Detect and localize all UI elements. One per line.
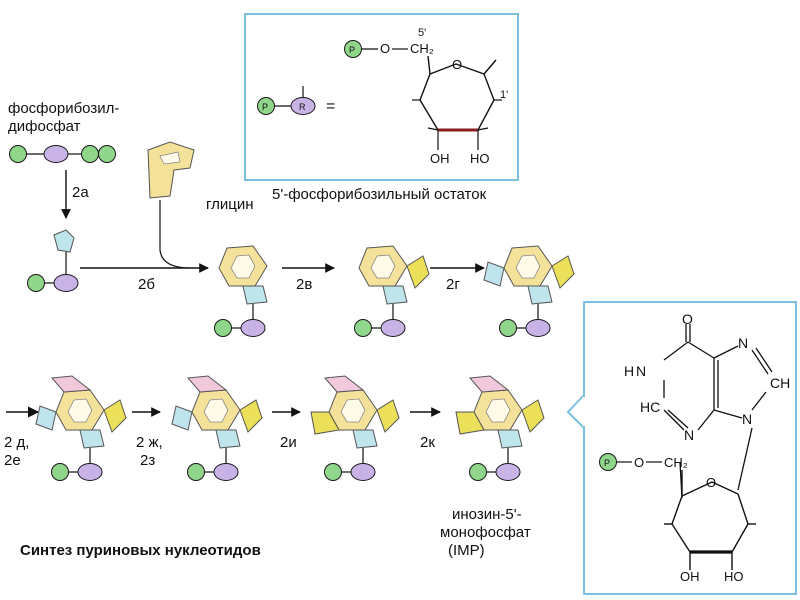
imp-atom-n7: N <box>738 335 749 351</box>
imp-atom-h: H <box>624 363 635 379</box>
atom-oh: OH <box>430 151 450 166</box>
glycine-molecule <box>147 141 195 199</box>
imp-ribose-ring <box>664 470 756 570</box>
imp-atom-o: O <box>682 311 693 327</box>
step-2a-label: 2а <box>72 184 89 201</box>
glycine-label: глицин <box>206 196 254 213</box>
imp-scheme <box>455 375 545 481</box>
imp-atom-n3: N <box>684 427 695 443</box>
amine-group <box>53 229 75 253</box>
atom-o-link: O <box>380 41 391 56</box>
prpp-label-2: дифосфат <box>8 118 81 135</box>
imp-label-2: монофосфат <box>440 524 531 541</box>
imp-label-1: инозин-5'- <box>452 506 522 523</box>
atom-ch2: CH₂ <box>410 41 434 56</box>
intermediate-4 <box>35 375 127 481</box>
imp-atom-o-ring: O <box>706 475 717 490</box>
imp-atom-ch: CH <box>770 375 791 391</box>
prpp-label: фосфорибозил- <box>8 100 120 117</box>
residue-frame <box>244 13 519 181</box>
pra-phosphate-icon <box>27 274 45 292</box>
legend-ribose-letter: R <box>299 102 306 112</box>
imp-frame <box>583 301 797 595</box>
step-2k-label: 2к <box>420 434 435 451</box>
prpp-phosphate-icon <box>9 145 27 163</box>
equals-sign: = <box>326 98 336 115</box>
frame-phosphate-letter: P <box>349 45 356 55</box>
imp-atom-hc: HC <box>640 399 661 415</box>
imp-phosphate-letter: P <box>604 458 611 468</box>
step-2g-label: 2г <box>446 276 460 293</box>
intermediate-5 <box>171 375 263 481</box>
step-2d-label: 2 д, <box>4 434 30 451</box>
imp-atom-ho: HO <box>724 569 744 584</box>
atom-5prime: 5' <box>418 27 427 39</box>
intermediate-1 <box>214 245 268 337</box>
step-2zh-label: 2 ж, <box>136 434 163 451</box>
atom-o-ring: O <box>452 57 463 72</box>
imp-atom-oh: OH <box>680 569 700 584</box>
page-title: Синтез пуриновых нуклеотидов <box>20 542 261 559</box>
hypoxanthine-ring <box>663 324 773 499</box>
prpp-phosphate3-icon <box>98 145 116 163</box>
step-2z-label: 2з <box>140 452 156 469</box>
residue-label: 5'-фосфорибозильный остаток <box>272 186 487 203</box>
step-2b-label: 2б <box>138 276 155 293</box>
pra-ribose-icon <box>53 274 79 292</box>
prpp-phosphate2-icon <box>81 145 99 163</box>
imp-atom-ch2: CH₂ <box>664 455 688 470</box>
legend-phosphate-letter: P <box>262 102 269 112</box>
intermediate-6 <box>310 375 400 481</box>
atom-1prime: 1' <box>500 89 509 101</box>
imp-label-3: (IMP) <box>448 542 485 559</box>
step-2e-label: 2е <box>4 452 21 469</box>
imp-atom-o-link: O <box>634 455 645 470</box>
step-2i-label: 2и <box>280 434 297 451</box>
prpp-ribose-icon <box>43 145 69 163</box>
intermediate-2 <box>354 245 430 337</box>
imp-atom-n9: N <box>742 411 753 427</box>
imp-atom-nh: N <box>636 363 647 379</box>
atom-ho: HO <box>470 151 490 166</box>
step-2v-label: 2в <box>296 276 313 293</box>
intermediate-3 <box>483 245 575 337</box>
